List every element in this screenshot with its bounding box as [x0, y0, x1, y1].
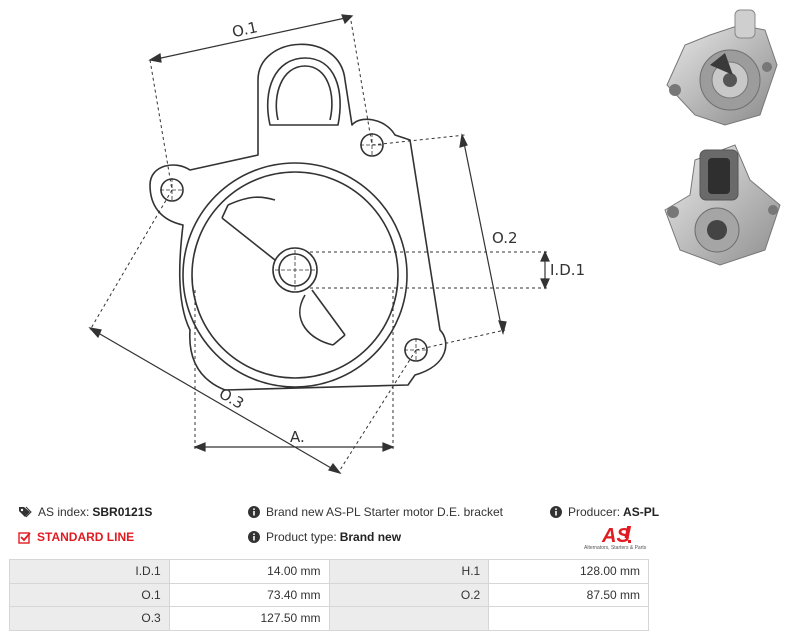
- description-row: Brand new AS-PL Starter motor D.E. brack…: [248, 505, 503, 519]
- spec-value: [488, 606, 649, 631]
- dim-label-a: A.: [290, 428, 305, 446]
- spec-label: O.1: [9, 582, 170, 607]
- shaft-bore: [272, 247, 318, 293]
- table-row: I.D.1 14.00 mm H.1 128.00 mm: [9, 559, 649, 584]
- producer-label: Producer:: [568, 505, 621, 519]
- producer-value: AS-PL: [623, 505, 660, 519]
- logo-tagline: Alternators, Starters & Parts: [584, 545, 647, 551]
- dim-label-id1: I.D.1: [550, 261, 585, 279]
- table-row: O.3 127.50 mm: [9, 606, 649, 631]
- product-line-row: STANDARD LINE: [18, 530, 134, 544]
- description-text: Brand new AS-PL Starter motor D.E. brack…: [266, 505, 503, 519]
- product-type-row: Product type: Brand new: [248, 530, 401, 544]
- spec-value: 128.00 mm: [488, 559, 649, 584]
- info-icon: [248, 506, 260, 518]
- logo-text: AS: [601, 525, 630, 547]
- info-icon: [550, 506, 562, 518]
- table-row: O.1 73.40 mm O.2 87.50 mm: [9, 582, 649, 607]
- spec-table: I.D.1 14.00 mm H.1 128.00 mm O.1 73.40 m…: [9, 559, 649, 631]
- spec-label: H.1: [328, 559, 490, 584]
- as-index-row: AS index: SBR0121S: [18, 505, 152, 519]
- dim-label-o2: O.2: [492, 229, 518, 247]
- as-pl-logo: AS: [601, 525, 632, 547]
- product-photo-front[interactable]: [655, 5, 795, 135]
- spec-label: [328, 606, 490, 631]
- as-index-value[interactable]: SBR0121S: [92, 505, 153, 519]
- as-index-label: AS index:: [38, 505, 90, 519]
- product-type-value: Brand new: [339, 530, 402, 544]
- producer-row: Producer: AS-PL: [550, 505, 659, 519]
- outer-bore: [182, 162, 408, 388]
- product-photo-rear[interactable]: [655, 140, 795, 270]
- spec-label: I.D.1: [9, 559, 170, 584]
- spec-label: O.3: [9, 606, 170, 631]
- spec-value: 73.40 mm: [168, 582, 330, 607]
- info-icon: [248, 531, 260, 543]
- spec-label: O.2: [328, 582, 490, 607]
- bracket-outline: [149, 43, 447, 391]
- dim-label-o1: O.1: [230, 18, 259, 41]
- technical-drawing: O.1 O.2 O.3 I.D.1 A.: [88, 14, 585, 475]
- product-line-label: STANDARD LINE: [37, 530, 135, 544]
- product-type-label: Product type:: [266, 530, 337, 544]
- spec-value: 87.50 mm: [488, 582, 649, 607]
- bracket-lug: [266, 57, 341, 126]
- tag-icon: [18, 506, 32, 518]
- spec-value: 127.50 mm: [168, 606, 330, 631]
- spec-value: 14.00 mm: [168, 559, 330, 584]
- checkbox-icon: [18, 531, 31, 544]
